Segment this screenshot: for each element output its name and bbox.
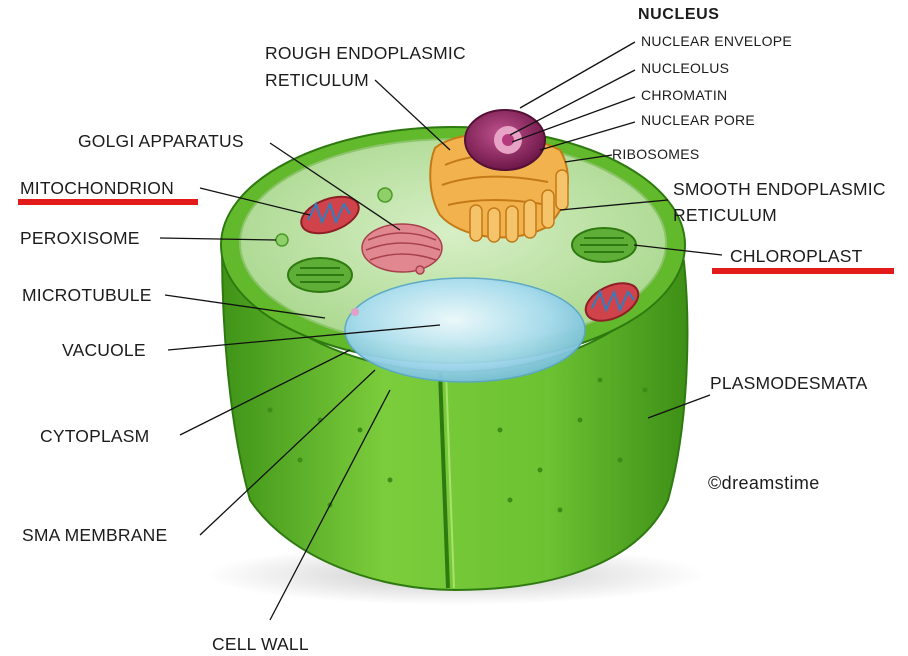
mitochondrion-highlight-underline (18, 199, 198, 205)
vesicle (378, 188, 392, 202)
label-smooth-er-line1: SMOOTH ENDOPLASMIC (673, 181, 886, 199)
label-nucleolus: NUCLEOLUS (641, 61, 729, 75)
chloroplast-highlight-underline (712, 268, 894, 274)
chloroplast-2 (572, 228, 636, 262)
label-chromatin: CHROMATIN (641, 88, 727, 102)
label-golgi-apparatus: GOLGI APPARATUS (78, 133, 244, 151)
label-peroxisome: PEROXISOME (20, 230, 140, 248)
label-plasmodesmata: PLASMODESMATA (710, 375, 868, 393)
label-chloroplast: CHLOROPLAST (730, 248, 863, 266)
nucleus-heading: NUCLEUS (638, 7, 720, 23)
peroxisome (276, 234, 288, 246)
vesicle (351, 308, 359, 316)
label-nuclear-envelope: NUCLEAR ENVELOPE (641, 34, 792, 48)
label-ribosomes: RIBOSOMES (612, 147, 700, 161)
label-rough-er-line2: RETICULUM (265, 72, 369, 90)
label-vacuole: VACUOLE (62, 342, 146, 360)
label-cytoplasm: CYTOPLASM (40, 428, 149, 446)
label-rough-er-line1: ROUGH ENDOPLASMIC (265, 45, 466, 63)
nucleus (465, 110, 545, 170)
label-cell-wall: CELL WALL (212, 636, 309, 654)
label-nuclear-pore: NUCLEAR PORE (641, 113, 755, 127)
chloroplast-1 (288, 258, 352, 292)
label-membrane: SMA MEMBRANE (22, 527, 167, 545)
label-smooth-er-line2: RETICULUM (673, 207, 777, 225)
label-microtubule: MICROTUBULE (22, 287, 152, 305)
label-mitochondrion: MITOCHONDRION (20, 180, 174, 198)
dreamstime-watermark: ©dreamstime (708, 474, 820, 492)
